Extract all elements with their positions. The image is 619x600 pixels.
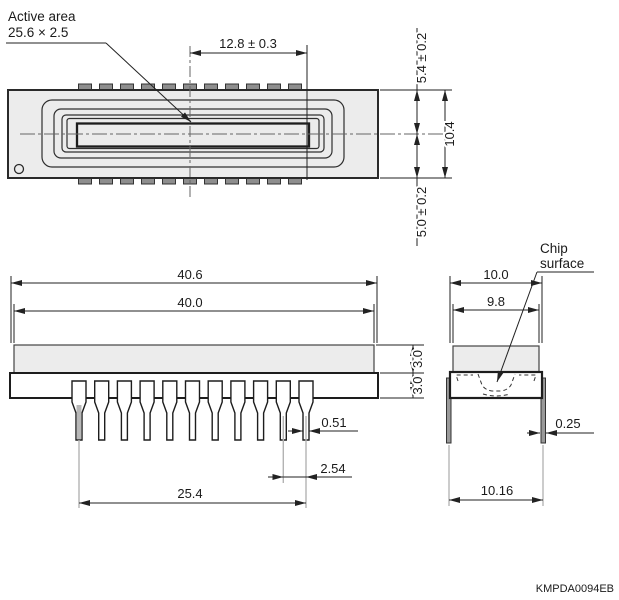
active-area-label-line1: Active area [8,9,76,24]
lead-dimension-extension-lines [78,416,307,508]
dim-total-height-text: 10.4 [442,121,457,146]
front-view: 40.6 40.0 3.0 3.0 0.51 2.54 [9,265,427,508]
dim-side-cap-width [452,304,540,343]
dim-cap-width-text: 40.0 [177,295,202,310]
front-view-cap [13,344,375,374]
active-area-label-line2: 25.6 × 2.5 [8,25,68,40]
dim-side-base-width-text: 10.0 [483,267,508,282]
dim-lead-thickness-text: 0.25 [555,416,580,431]
dim-heights-extension-lines [376,344,424,399]
dim-half-active-width [190,45,308,180]
dim-lead-outer-span [448,445,544,506]
side-view-cap [452,345,540,373]
side-view-leads [446,377,546,444]
side-view: Chip surface 10.0 9.8 0.25 [446,241,594,506]
dim-center-to-bottom-text: 5.0 ± 0.2 [414,187,429,238]
chip-surface-label-line1: Chip [540,241,568,256]
pin1-indicator [13,163,25,175]
dim-lead-pitch-text: 2.54 [320,461,345,476]
dim-base-height-text: 3.0 [410,376,425,394]
callout-leader-line [105,42,192,123]
dim-cap-width [13,304,375,343]
side-view-base [448,370,544,400]
dim-top-to-center-text: 5.4 ± 0.2 [414,33,429,84]
dim-half-active-width-text: 12.8 ± 0.3 [219,36,277,51]
lead1-extension-fill [76,405,82,439]
top-view: Active area 25.6 × 2.5 12.8 ± 0.3 5.4 ± … [6,9,459,246]
chip-outline-dashed [455,373,537,397]
chip-surface-label-line2: surface [540,256,584,271]
dim-side-cap-width-text: 9.8 [487,294,505,309]
dim-lead-outer-span-text: 10.16 [481,483,514,498]
dim-side-base-width [449,276,543,343]
drawing-code: KMPDA0094EB [536,583,614,595]
dim-overall-width [10,276,378,343]
dim-cap-height-text: 3.0 [410,350,425,368]
active-area-outline [75,122,311,148]
dim-lead-width-text: 0.51 [321,415,346,430]
dim-lead-span-text: 25.4 [177,486,202,501]
front-view-leads [71,380,314,441]
active-area-callout: Active area 25.6 × 2.5 [6,9,192,123]
chip-callout-leader-line [496,271,538,383]
chip-surface-callout: Chip surface [496,241,594,383]
dim-overall-width-text: 40.6 [177,267,202,282]
